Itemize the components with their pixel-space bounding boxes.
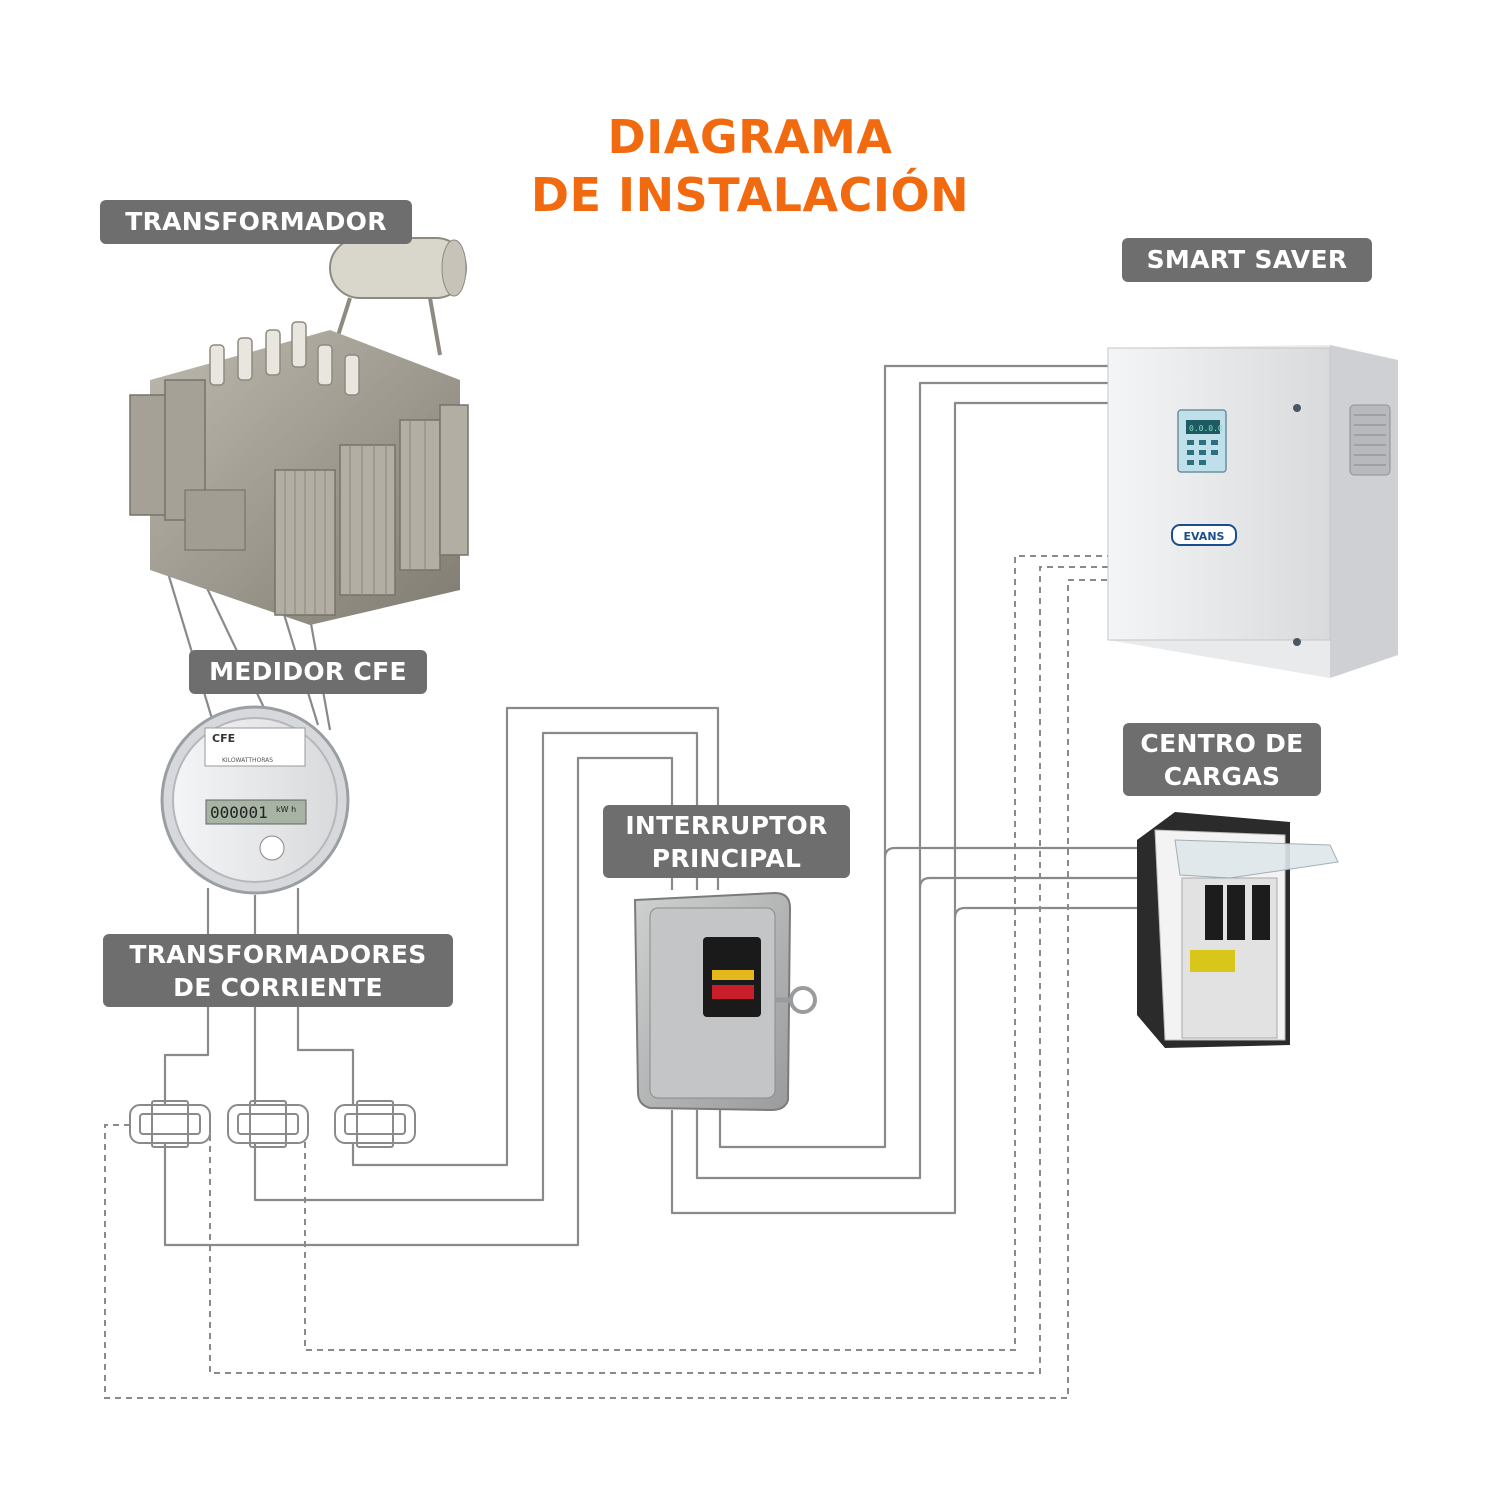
label-tc-line-1: TRANSFORMADORES: [129, 940, 427, 969]
meter-display: 000001: [210, 803, 268, 822]
ct-3: [334, 1100, 416, 1148]
title-line-2: DE INSTALACIÓN: [530, 168, 970, 222]
saver-display: 0.0.0.0: [1189, 424, 1223, 433]
label-interruptor-line-2: PRINCIPAL: [651, 844, 802, 873]
smart-saver-image: 0.0.0.0 EVANS: [1107, 345, 1398, 678]
label-centro-de-cargas: CENTRO DE CARGAS: [1123, 723, 1321, 796]
label-smart-saver: SMART SAVER: [1122, 238, 1372, 282]
wire-ct3-breaker: [351, 706, 720, 1167]
label-centro-line-1: CENTRO DE: [1140, 729, 1304, 758]
ct-2: [227, 1100, 309, 1148]
evans-logo: EVANS: [1184, 530, 1225, 543]
label-centro-line-2: CARGAS: [1163, 762, 1281, 791]
power-transformer-image: [129, 237, 469, 625]
wire-breaker-out-2: [695, 381, 1108, 1180]
label-smart-saver-text: SMART SAVER: [1146, 245, 1348, 274]
label-transformador-text: TRANSFORMADOR: [125, 207, 387, 236]
label-transformador: TRANSFORMADOR: [100, 200, 412, 244]
wire-ct2-breaker: [253, 731, 699, 1202]
wire-load-3: [953, 906, 1140, 919]
meter-brand: CFE: [212, 732, 235, 745]
ct-1: [129, 1100, 211, 1148]
main-breaker-image: [633, 891, 817, 1112]
wire-ct1-breaker: [163, 756, 674, 1247]
label-tc-line-2: DE CORRIENTE: [173, 973, 383, 1002]
cfe-meter-image: CFE KILOWATTHORAS 000001 kW h: [160, 705, 350, 895]
wire-load-1: [883, 846, 1140, 859]
label-transformadores-corriente: TRANSFORMADORES DE CORRIENTE: [103, 934, 453, 1007]
title-line-1: DIAGRAMA: [607, 110, 893, 164]
wire-breaker-out-3: [670, 401, 1108, 1215]
diagram-title: DIAGRAMA DE INSTALACIÓN: [450, 108, 1050, 224]
meter-caption: KILOWATTHORAS: [222, 757, 273, 764]
meter-unit: kW h: [276, 805, 296, 814]
load-center-image: [1137, 812, 1339, 1048]
label-medidor-cfe: MEDIDOR CFE: [189, 650, 427, 694]
wire-breaker-out-1: [718, 364, 1108, 1149]
label-interruptor-line-1: INTERRUPTOR: [625, 811, 828, 840]
label-medidor-cfe-text: MEDIDOR CFE: [209, 657, 407, 686]
wire-load-2: [918, 876, 1140, 889]
dashed-wire-2: [209, 566, 1108, 1374]
label-interruptor-principal: INTERRUPTOR PRINCIPAL: [603, 805, 850, 878]
